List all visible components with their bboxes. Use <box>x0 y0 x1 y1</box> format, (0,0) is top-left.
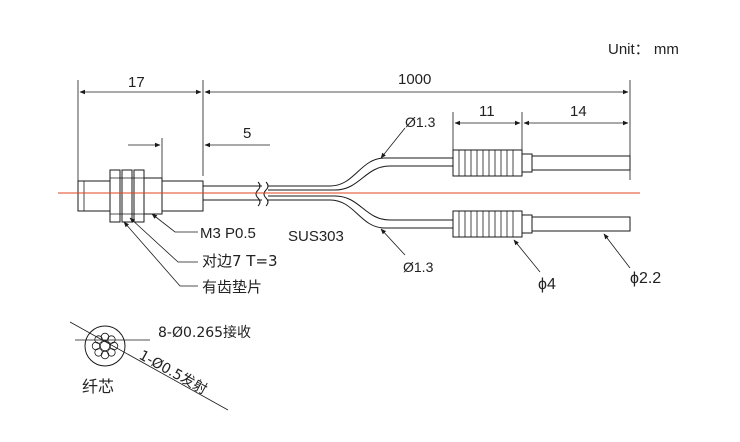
cable-dia-top-label: Ø1.3 <box>405 114 436 130</box>
cable-dia-bottom-label: Ø1.3 <box>403 259 434 275</box>
dim-head-length-label: 17 <box>128 74 145 91</box>
dim-thread-length: 5 <box>128 125 270 178</box>
dim-tip-length-label: 14 <box>570 103 587 120</box>
nut-spec-label: 对边7 T=3 <box>202 252 278 270</box>
sensor-head <box>77 169 269 223</box>
unit-label: Unit： mm <box>608 41 679 58</box>
emit-label: 1-Ø0.5发射 <box>136 348 210 398</box>
tip-dia-label: ϕ2.2 <box>630 270 661 287</box>
dim-sleeve-length-label: 11 <box>479 103 495 120</box>
sleeve-top <box>452 149 631 177</box>
thread-spec-label: M3 P0.5 <box>200 225 256 242</box>
dim-sleeve-length: 11 <box>452 103 523 150</box>
dim-thread-length-label: 5 <box>243 125 251 142</box>
washer-label: 有齿垫片 <box>202 278 262 296</box>
sleeve-dia-label: ϕ4 <box>538 276 556 293</box>
sleeve-bottom <box>452 210 631 238</box>
dim-head-length: 17 <box>77 74 204 196</box>
receive-label: 8-Ø0.265接收 <box>158 324 251 341</box>
fiber-core-title: 纤芯 <box>82 377 114 396</box>
dim-cable-length-label: 1000 <box>398 71 431 88</box>
material-label: SUS303 <box>288 228 344 245</box>
fiber-core-section: 纤芯 8-Ø0.265接收 1-Ø0.5发射 <box>69 321 251 411</box>
dim-tip-length: 14 <box>523 103 629 126</box>
